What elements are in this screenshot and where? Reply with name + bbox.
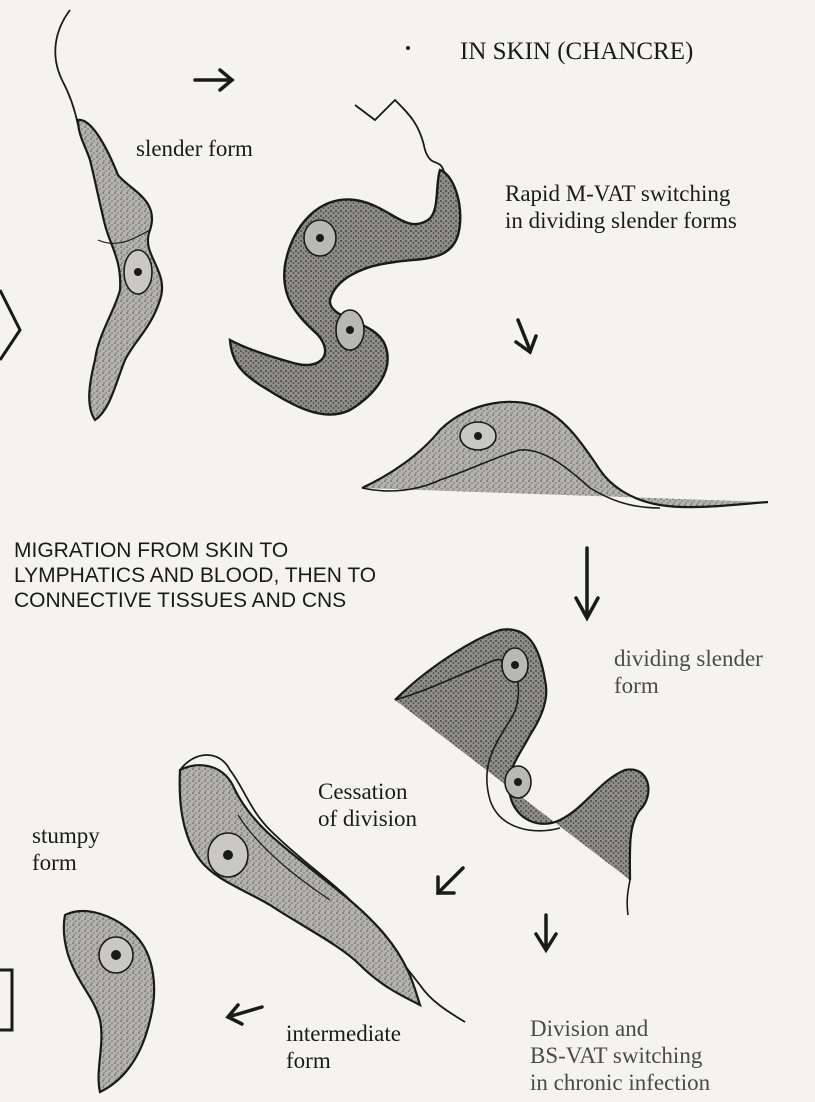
label-rapid-switching-1: Rapid M-VAT switching	[505, 180, 730, 207]
label-dividing-slender-1: dividing slender	[614, 645, 763, 672]
label-migration-1: MIGRATION FROM SKIN TO	[14, 538, 288, 563]
trypanosome-slender-form	[55, 10, 162, 420]
trypanosome-dividing-s-form	[230, 100, 460, 415]
bracket-fragment-bottom	[0, 970, 12, 1030]
arrow-down-icon	[516, 320, 536, 352]
label-migration-2: LYMPHATICS AND BLOOD, THEN TO	[14, 563, 376, 588]
trypanosome-elongated-form	[362, 402, 768, 508]
label-stumpy-2: form	[32, 849, 77, 876]
speck-dot	[406, 46, 410, 50]
label-slender-form: slender form	[136, 135, 253, 162]
arrow-down-icon	[536, 915, 556, 950]
label-dividing-slender-2: form	[614, 672, 659, 699]
label-division-2: BS-VAT switching	[530, 1042, 702, 1069]
label-stumpy-1: stumpy	[32, 822, 100, 849]
trypanosome-dividing-slender-form	[395, 629, 648, 915]
label-cessation-2: of division	[318, 805, 417, 832]
label-division-3: in chronic infection	[530, 1069, 710, 1096]
arrow-right-icon	[195, 70, 232, 90]
arrow-left-icon	[228, 1005, 262, 1024]
label-intermediate-1: intermediate	[286, 1020, 401, 1047]
label-cessation-1: Cessation	[318, 778, 407, 805]
label-rapid-switching-2: in dividing slender forms	[505, 207, 737, 234]
arrow-down-left-icon	[438, 868, 463, 893]
arrow-down-icon	[576, 548, 598, 618]
label-migration-3: CONNECTIVE TISSUES AND CNS	[14, 588, 346, 613]
trypanosome-stumpy-form	[64, 911, 154, 1092]
label-division-1: Division and	[530, 1015, 648, 1042]
bracket-fragment-top	[0, 290, 20, 360]
label-intermediate-2: form	[286, 1047, 331, 1074]
diagram-title: IN SKIN (CHANCRE)	[460, 38, 693, 65]
